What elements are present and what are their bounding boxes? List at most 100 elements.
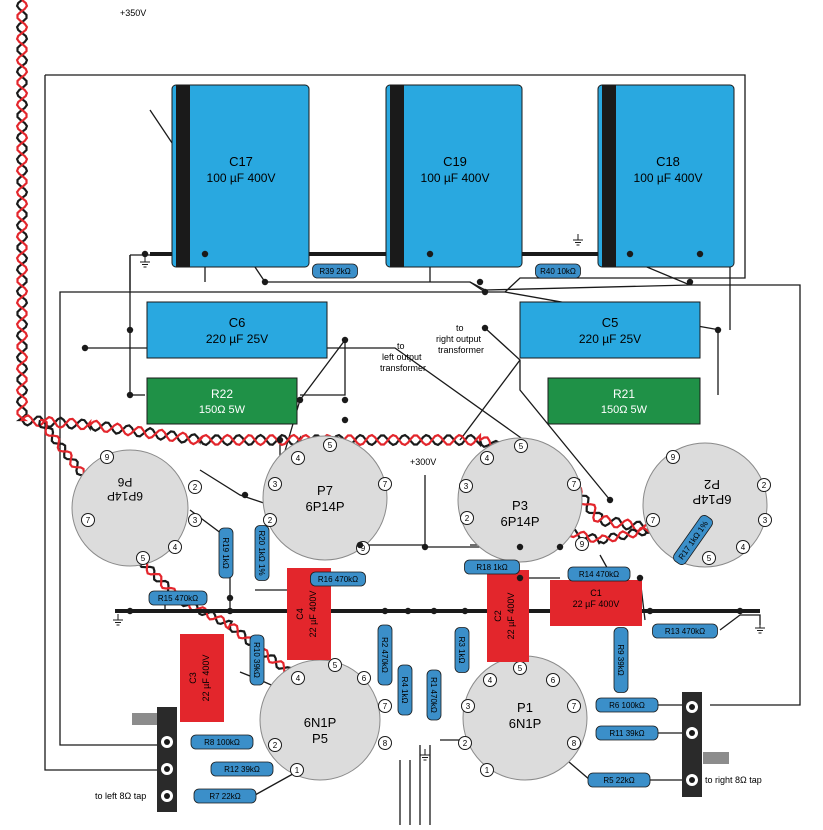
resistor-value: 150Ω 5W [601,404,648,416]
junction-dot [201,250,209,258]
cap-value: 22 µF 400V [201,655,211,702]
cap-name: C2 [493,610,503,622]
resistor-r1: R1 470kΩ [426,669,442,721]
red-cap-c2: C2 22 µF 400V [487,570,529,662]
cap-name: C5 [602,315,619,330]
pin-number: 4 [741,543,746,552]
tube-pin: 4 [483,673,497,687]
pin-number: 2 [273,741,278,750]
cap-value: 100 µF 400V [421,171,490,185]
resistor-r5: R5 22kΩ [587,772,651,788]
ground-symbol [113,614,123,626]
resistor-label: R7 22kΩ [209,792,240,801]
junction-dot [241,491,249,499]
resistor-label: R11 39kΩ [609,729,644,738]
resistor-label: R2 470kΩ [380,637,389,673]
pin-number: 7 [572,480,577,489]
tube-label: P1 [517,700,533,715]
tube-type: 6P14P [692,492,731,507]
cap-name: C19 [443,154,467,169]
pin-number: 4 [296,454,301,463]
resistor-label: R3 1kΩ [457,637,466,664]
tube-pin: 3 [461,699,475,713]
resistor-label: R18 1kΩ [476,563,507,572]
tube-p5: 6N1P P5 [259,659,381,781]
cap-c5: C5 220 µF 25V [519,301,701,359]
junction-dot [81,344,89,352]
left-out-note-3: transformer [380,363,426,373]
resistor-r19: R19 1kΩ [218,527,234,579]
pin-number: 4 [296,674,301,683]
pin-number: 5 [328,441,333,450]
left-out-note-1: to [397,341,405,351]
resistor-r16: R16 470kΩ [310,571,366,587]
tube-pin: 1 [290,763,304,777]
cap-name: C18 [656,154,680,169]
cap-value: 22 µF 400V [308,591,318,638]
resistor-label: R12 39kΩ [224,765,260,774]
resistor-label: R5 22kΩ [603,776,634,785]
tube-pin: 5 [513,661,527,675]
ground-symbols [113,234,765,761]
tube-pin: 4 [291,451,305,465]
junction-dot [626,250,634,258]
tube-pin: 2 [458,736,472,750]
junction-dot [421,543,429,551]
tube-p6: P6 6P14P [71,449,189,567]
cap-value: 22 µF 400V [506,593,516,640]
ground-symbol [755,622,765,634]
ground-symbol [140,256,150,268]
junction-dots [81,250,744,615]
pin-number: 5 [519,442,524,451]
resistor-label: R6 100kΩ [609,701,645,710]
tube-p7: P7 6P14P [262,435,388,561]
tube-pin: 2 [263,513,277,527]
resistor-label: R1 470kΩ [429,677,438,713]
tube-type: 6N1P [509,716,542,731]
junction-dot [296,396,304,404]
tube-pin: 7 [81,513,95,527]
junction-dot [461,607,469,615]
ground-symbol [573,234,583,246]
pin-number: 2 [762,481,767,490]
tube-pin: 3 [268,477,282,491]
pin-number: 4 [173,543,178,552]
junction-dot [636,574,644,582]
right-tap-note: to right 8Ω tap [705,775,762,785]
tube-pin: 8 [567,736,581,750]
tube-label: P3 [512,498,528,513]
junction-dot [226,594,234,602]
red-cap-c3: C3 22 µF 400V [180,634,224,722]
tube-pin: 5 [702,551,716,565]
tube-p2: P2 6P14P [642,442,768,568]
junction-dot [226,607,234,615]
tube-pin: 7 [378,477,392,491]
left-output-terminal [132,707,177,812]
resistor-r18: R18 1kΩ [464,559,520,575]
junction-dot [736,607,744,615]
resistor-r3: R3 1kΩ [454,627,470,673]
cap-value: 22 µF 400V [573,599,620,609]
right-out-note-3: transformer [438,345,484,355]
junction-dot [516,543,524,551]
pin-number: 9 [580,540,585,549]
pin-number: 3 [466,702,471,711]
resistor-r8: R8 100kΩ [190,734,254,750]
resistor-label: R16 470kΩ [318,575,358,584]
tube-pin: 2 [460,511,474,525]
cap-name: C1 [590,588,602,598]
pin-number: 1 [485,766,490,775]
resistor-label: R15 470kΩ [158,594,198,603]
tube-pin: 5 [328,658,342,672]
tube-pin: 5 [514,439,528,453]
tube-pin: 2 [268,738,282,752]
pin-number: 9 [671,453,676,462]
pin-number: 7 [383,702,388,711]
tube-pin: 1 [480,763,494,777]
tube-pin: 9 [100,450,114,464]
pin-number: 2 [463,739,468,748]
junction-dot [381,607,389,615]
tube-pin: 3 [758,513,772,527]
supply-label: +350V [120,8,146,18]
